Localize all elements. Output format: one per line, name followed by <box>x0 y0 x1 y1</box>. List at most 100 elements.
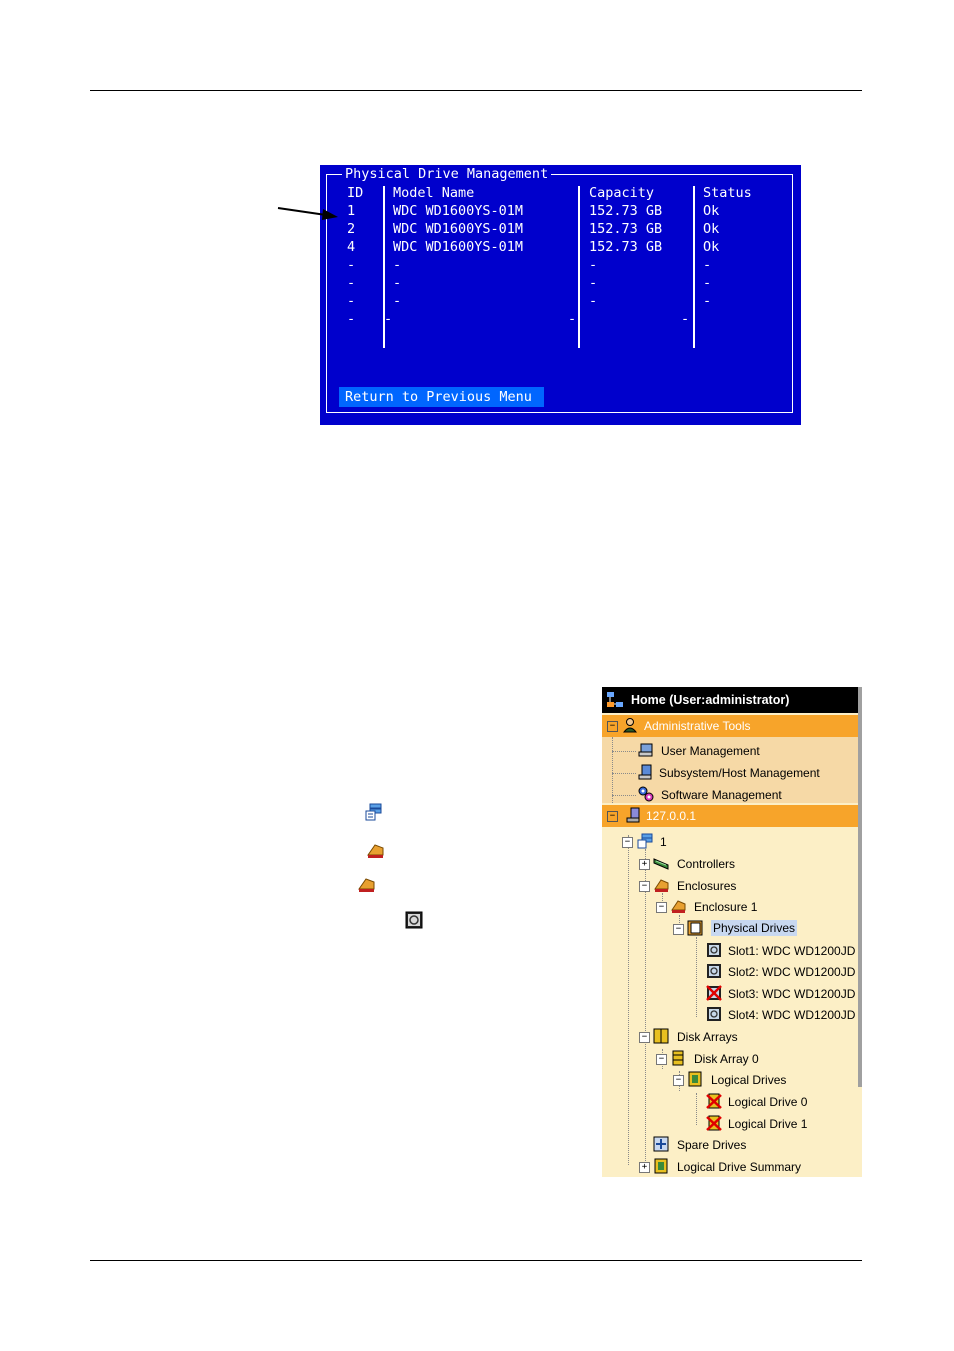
host-label: 127.0.0.1 <box>646 809 697 823</box>
user-management-label: User Management <box>661 744 760 758</box>
drive-capacity: 152.73 GB <box>589 239 663 255</box>
collapse-icon[interactable]: − <box>639 1032 650 1043</box>
subsystem-icon <box>637 833 653 849</box>
physical-drive-icon <box>707 964 721 978</box>
drive-status: - <box>703 293 712 309</box>
tree-scrollbar[interactable] <box>858 687 862 1087</box>
drive-status: Ok <box>703 239 720 255</box>
enclosures-label: Enclosures <box>677 879 737 893</box>
drive-capacity: - <box>568 311 577 327</box>
drive-status: - <box>681 311 690 327</box>
logical-drive-summary-label: Logical Drive Summary <box>677 1160 802 1174</box>
administrative-tools-node[interactable]: − Administrative Tools <box>602 715 858 737</box>
tree-header-label: Home (User:administrator) <box>631 693 790 707</box>
drive-id: - <box>347 293 356 309</box>
table-row[interactable]: 2 WDC WD1600YS-01M 152.73 GB Ok <box>320 220 801 238</box>
table-row[interactable]: - - - - <box>320 310 801 328</box>
collapse-icon[interactable]: − <box>656 902 667 913</box>
table-header-row: ID Model Name Capacity Status <box>320 184 801 202</box>
physical-drive-management-screen: Physical Drive Management ID Model Name … <box>320 165 801 425</box>
return-to-previous-menu-button[interactable]: Return to Previous Menu <box>339 387 544 407</box>
logical-drive-summary-icon <box>654 1158 668 1174</box>
slot-label: Slot1: WDC WD1200JD <box>728 944 856 958</box>
column-divider <box>383 186 385 348</box>
collapse-icon[interactable]: − <box>656 1054 667 1065</box>
tree-line <box>612 795 636 796</box>
spare-drives-label: Spare Drives <box>677 1138 747 1152</box>
slot-label: Slot4: WDC WD1200JD <box>728 1008 856 1022</box>
tree-line <box>612 773 636 774</box>
host-node[interactable]: − 127.0.0.1 <box>602 805 858 827</box>
drive-capacity: 152.73 GB <box>589 221 663 237</box>
logical-drives-icon <box>688 1071 702 1087</box>
collapse-icon[interactable]: − <box>607 721 618 732</box>
tree-line <box>696 937 697 1017</box>
table-row[interactable]: 1 WDC WD1600YS-01M 152.73 GB Ok <box>320 202 801 220</box>
tree-line <box>612 751 636 752</box>
column-divider <box>578 186 580 348</box>
enclosure-icon <box>358 878 375 892</box>
physical-drive-icon <box>707 943 721 957</box>
col-header-model: Model Name <box>393 185 475 201</box>
drive-model: WDC WD1600YS-01M <box>393 221 524 237</box>
tree-line <box>696 1093 697 1125</box>
collapse-icon[interactable]: − <box>673 1075 684 1086</box>
return-button-label: Return to Previous Menu <box>345 389 532 405</box>
collapse-icon[interactable]: − <box>607 811 618 822</box>
enclosures-icon <box>367 844 384 858</box>
footer-rule <box>90 1260 862 1261</box>
controllers-label: Controllers <box>677 857 736 871</box>
expand-icon[interactable]: + <box>639 859 650 870</box>
enclosure-1-label: Enclosure 1 <box>694 900 758 914</box>
drive-id: 2 <box>347 221 356 237</box>
tree-line <box>612 737 613 803</box>
physical-drive-icon <box>707 1007 721 1021</box>
physical-drives-icon <box>687 920 703 936</box>
collapse-icon[interactable]: − <box>622 837 633 848</box>
table-row[interactable]: 4 WDC WD1600YS-01M 152.73 GB Ok <box>320 238 801 256</box>
table-row[interactable]: - - - - <box>320 274 801 292</box>
failed-logical-drive-icon <box>706 1115 722 1131</box>
slot-label: Slot2: WDC WD1200JD <box>728 965 856 979</box>
collapse-icon[interactable]: − <box>639 881 650 892</box>
drive-model: - <box>384 311 393 327</box>
drive-capacity: - <box>589 275 598 291</box>
failed-drive-icon <box>706 985 722 1001</box>
subsystem-host-label: Subsystem/Host Management <box>659 766 820 780</box>
disk-array-icon <box>672 1050 684 1066</box>
user-management-icon <box>638 743 653 757</box>
drive-status: - <box>703 257 712 273</box>
table-row[interactable]: - - - - <box>320 256 801 274</box>
spare-drives-icon <box>653 1136 669 1152</box>
drive-id: - <box>347 275 356 291</box>
admin-user-icon <box>622 718 638 733</box>
expand-icon[interactable]: + <box>639 1162 650 1173</box>
drive-model: - <box>393 293 402 309</box>
logical-drives-label: Logical Drives <box>711 1073 787 1087</box>
terminal-title: Physical Drive Management <box>342 165 552 183</box>
header-rule <box>90 90 862 91</box>
terminal-frame <box>326 174 793 413</box>
disk-array-0-label: Disk Array 0 <box>694 1052 759 1066</box>
drive-id: 4 <box>347 239 356 255</box>
software-management-label: Software Management <box>661 788 782 802</box>
drive-status: Ok <box>703 203 720 219</box>
drive-capacity: - <box>589 293 598 309</box>
drive-id: - <box>347 311 356 327</box>
slot-label: Slot3: WDC WD1200JD <box>728 987 856 1001</box>
drive-id: - <box>347 257 356 273</box>
column-divider <box>693 186 695 348</box>
col-header-capacity: Capacity <box>589 185 655 201</box>
administrative-tools-label: Administrative Tools <box>644 719 751 733</box>
tree-header[interactable]: Home (User:administrator) <box>602 687 858 713</box>
navigation-tree-screenshot: Home (User:administrator) − Administrati… <box>602 687 862 1177</box>
callout-arrow <box>277 207 338 220</box>
drive-model: - <box>393 257 402 273</box>
table-row[interactable]: - - - - <box>320 292 801 310</box>
collapse-icon[interactable]: − <box>673 924 684 935</box>
subsystem-host-icon <box>638 764 652 780</box>
col-header-id: ID <box>347 185 364 201</box>
drive-model: WDC WD1600YS-01M <box>393 203 524 219</box>
gear-icon <box>638 786 654 802</box>
enclosure-icon <box>671 900 686 913</box>
